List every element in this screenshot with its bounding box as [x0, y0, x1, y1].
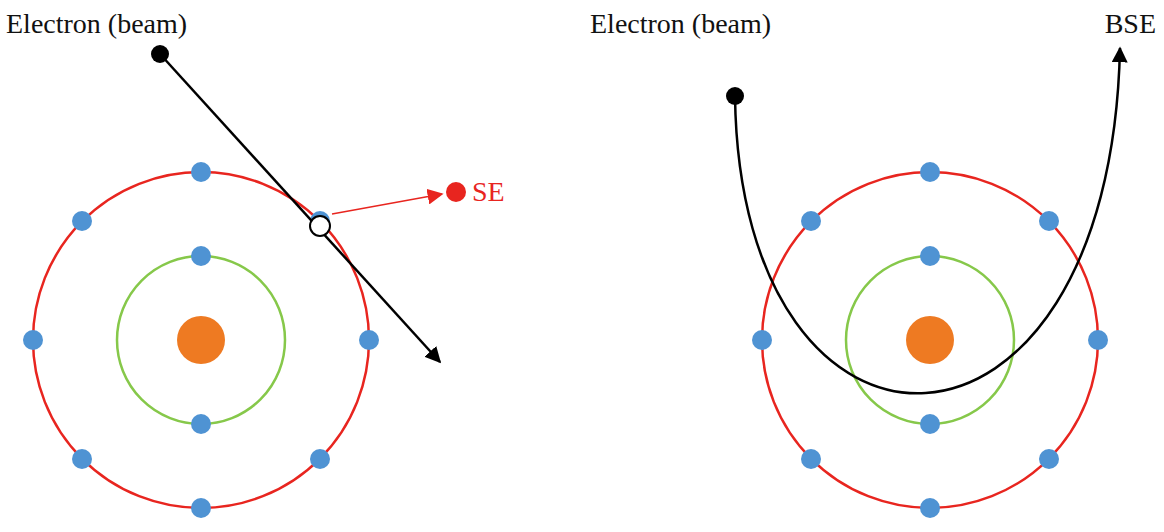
atom-left: [23, 45, 466, 518]
beam-label: Electron (beam): [6, 10, 187, 38]
beam-label: Electron (beam): [590, 10, 771, 38]
atom-right: [726, 48, 1120, 518]
se-label: SE: [472, 178, 505, 206]
bse-label: BSE: [1105, 10, 1156, 38]
